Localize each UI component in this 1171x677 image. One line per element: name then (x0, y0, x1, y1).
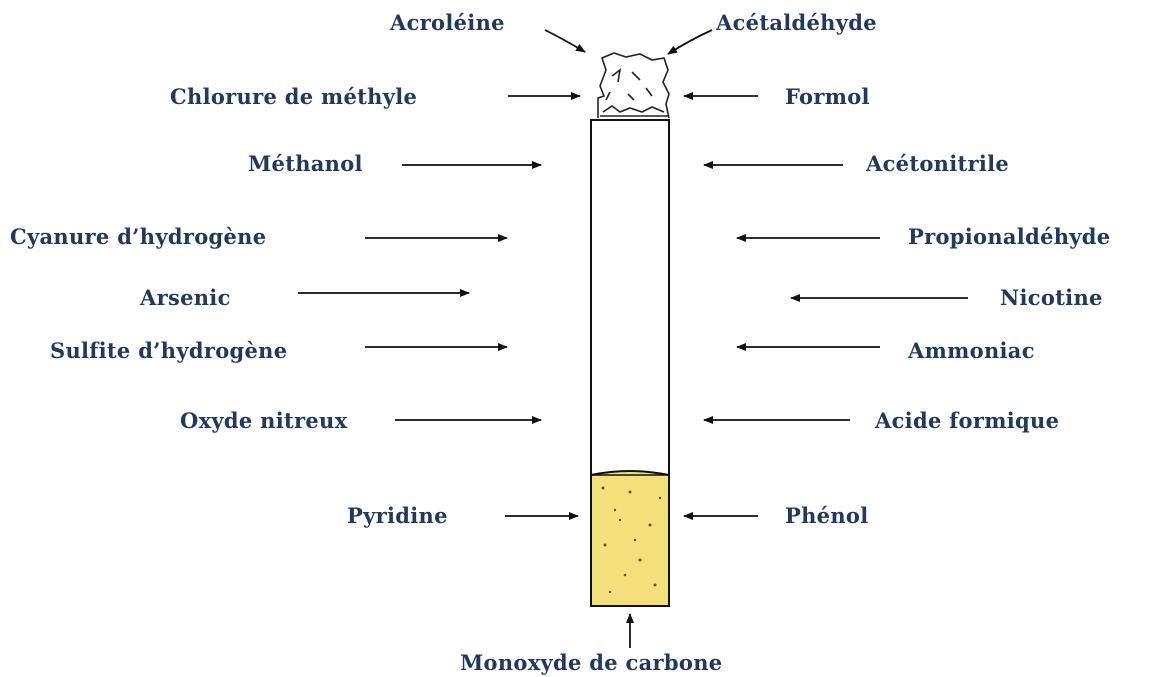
label-acroleine: Acroléine (390, 12, 505, 33)
label-formol: Formol (785, 86, 870, 107)
label-acide: Acide formique (875, 410, 1059, 431)
label-ammoniac: Ammoniac (908, 340, 1035, 361)
label-pyridine: Pyridine (347, 505, 448, 526)
label-nicotine: Nicotine (1000, 287, 1103, 308)
label-monoxyde: Monoxyde de carbone (460, 652, 722, 673)
label-acetaldehyde: Acétaldéhyde (716, 12, 877, 33)
label-oxyde: Oxyde nitreux (180, 410, 347, 431)
arrow-acetaldehyde (668, 30, 712, 54)
label-acetonitrile: Acétonitrile (866, 153, 1009, 174)
label-cyanure: Cyanure d’hydrogène (10, 226, 266, 247)
label-arsenic: Arsenic (140, 287, 231, 308)
label-propionaldehyde: Propionaldéhyde (908, 226, 1110, 247)
label-phenol: Phénol (785, 505, 868, 526)
cigarette-ash (598, 53, 669, 118)
arrow-acroleine (545, 30, 585, 52)
label-chlorure: Chlorure de méthyle (170, 86, 417, 107)
label-methanol: Méthanol (248, 153, 363, 174)
label-sulfite: Sulfite d’hydrogène (50, 340, 287, 361)
cigarette-paper (591, 120, 669, 475)
